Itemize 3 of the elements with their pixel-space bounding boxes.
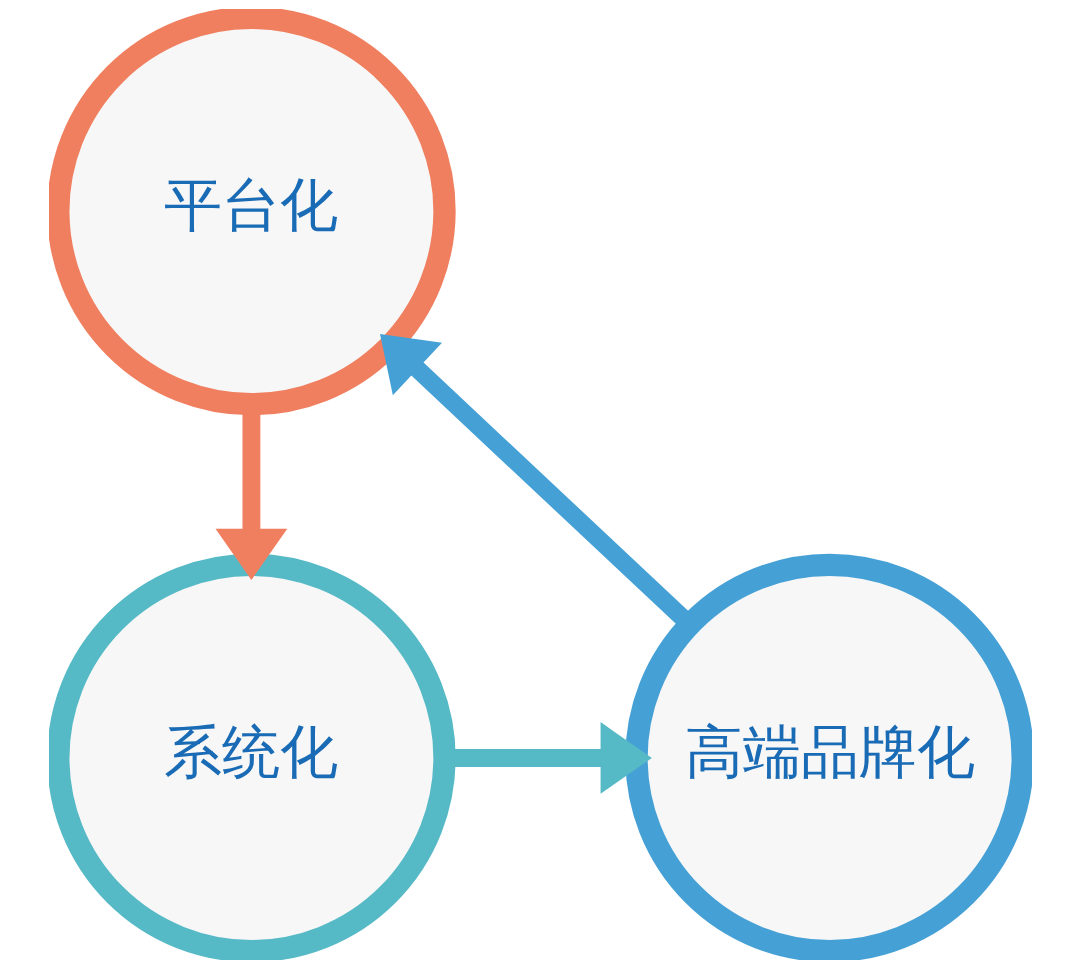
node-circle: 高端品牌化	[624, 553, 1032, 960]
node-circle: 平台化	[48, 8, 456, 415]
node-circle: 系统化	[48, 553, 456, 960]
